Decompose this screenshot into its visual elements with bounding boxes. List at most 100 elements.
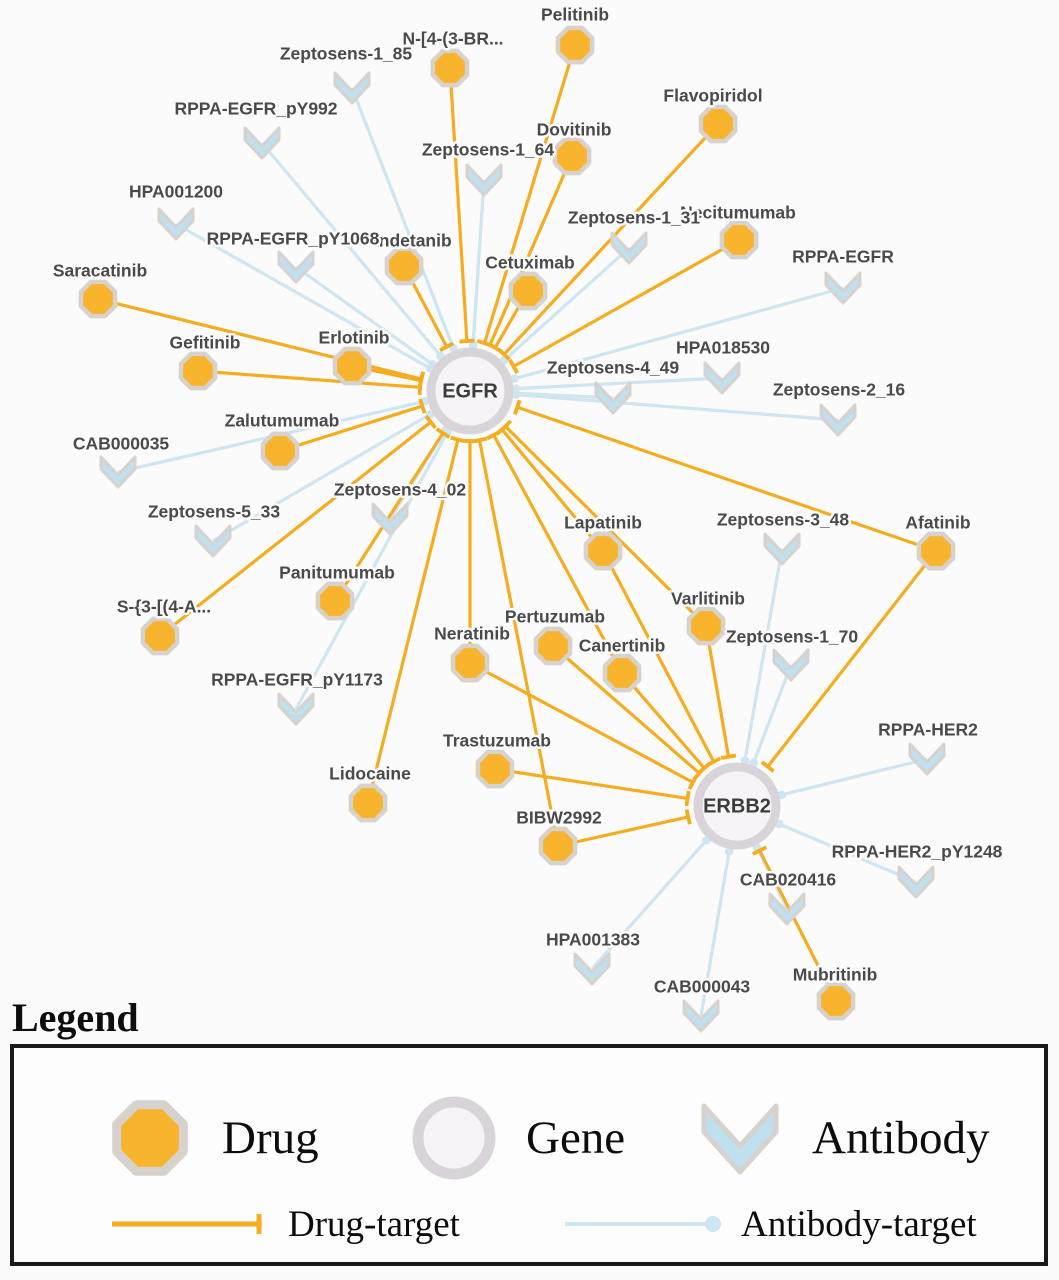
drug-edge-tee-mubritinib [752, 845, 768, 856]
drug-edge-lapatinib-erbb2 [601, 550, 716, 763]
gene-node-erbb2[interactable] [693, 762, 781, 850]
node-label-dovitinib: Dovitinib [537, 120, 612, 140]
node-label-hpa001200: HPA001200 [129, 182, 223, 202]
node-label-panitumumab: Panitumumab [279, 563, 395, 583]
drug-node-pelitinib[interactable] [555, 25, 595, 65]
drug-node-panitumumab[interactable] [315, 581, 355, 621]
antibody-edge-zeptosens-1-31 [503, 246, 631, 362]
drug-node-pertuzumab[interactable] [533, 626, 573, 666]
drug-node-s-3-4-a[interactable] [140, 616, 180, 656]
antibody-edge-zeptosens-5-33 [212, 412, 432, 543]
drug-node-canertinib[interactable] [602, 653, 642, 693]
legend-item-drug-target: Drug-target [109, 1204, 460, 1245]
drug-node-trastuzumab[interactable] [475, 749, 515, 789]
antibody-node-cab000035[interactable] [99, 455, 137, 489]
drug-node-vandetanib[interactable] [384, 246, 424, 286]
gene-node-egfr[interactable] [426, 347, 514, 435]
node-label-trastuzumab: Trastuzumab [443, 731, 551, 751]
antibody-node-zeptosens-4-49[interactable] [594, 381, 632, 415]
node-label-zalutumumab: Zalutumumab [225, 411, 340, 431]
antibody-edge-hpa001200 [175, 222, 431, 370]
antibody-node-zeptosens-2-16[interactable] [819, 403, 857, 437]
antibody-node-rppa-egfr-py1173[interactable] [277, 692, 315, 726]
node-label-cab000043: CAB000043 [654, 977, 751, 997]
drug-node-neratinib[interactable] [450, 643, 490, 683]
antibody-node-rppa-egfr-py1068[interactable] [277, 250, 315, 284]
drug-edge-trastuzumab-erbb2 [494, 767, 688, 801]
drug-node-bibw2992[interactable] [538, 826, 578, 866]
antibody-node-zeptosens-1-85[interactable] [333, 71, 371, 105]
drug-edge-tee-trastuzumab [684, 790, 691, 807]
antibody-node-zeptosens-1-31[interactable] [610, 231, 648, 265]
node-label-cetuximab: Cetuximab [485, 253, 574, 273]
drug-node-afatinib[interactable] [916, 531, 956, 571]
antibody-edge-zeptosens-3-48 [743, 548, 784, 761]
drug-node-saracatinib[interactable] [78, 279, 118, 319]
drug-edge-tee-zalutumumab [418, 398, 427, 414]
node-label-flavopiridol: Flavopiridol [663, 86, 762, 106]
node-label-lapatinib: Lapatinib [564, 513, 642, 533]
drug-node-n-4-3-br[interactable] [430, 48, 470, 88]
node-label-pertuzumab: Pertuzumab [505, 607, 605, 627]
antibody-node-hpa018530[interactable] [703, 361, 741, 395]
antibody-node-rppa-her2-py1248[interactable] [897, 865, 935, 899]
drug-node-zalutumumab[interactable] [260, 431, 300, 471]
drug-node-lapatinib[interactable] [583, 531, 623, 571]
node-label-rppa-her2-py1248: RPPA-HER2_pY1248 [832, 842, 1003, 862]
antibody-edge-zeptosens-1-70 [751, 664, 793, 764]
antibody-node-hpa001383[interactable] [573, 952, 611, 986]
drug-node-dovitinib[interactable] [552, 136, 592, 176]
antibody-node-hpa001200[interactable] [157, 207, 195, 241]
antibody-node-zeptosens-4-02[interactable] [371, 502, 409, 536]
drug-node-varlitinib[interactable] [686, 606, 726, 646]
node-label-cab020416: CAB020416 [740, 870, 837, 890]
drug-node-lidocaine[interactable] [348, 783, 388, 823]
antibody-node-zeptosens-5-33[interactable] [194, 524, 232, 558]
antibody-edge-rppa-egfr-py1068 [295, 265, 434, 366]
antibody-edge-dot-zeptosens-2-16 [511, 390, 521, 399]
drug-edge-bibw2992-erbb2 [557, 815, 689, 848]
node-label-lidocaine: Lidocaine [329, 764, 411, 784]
legend-title: Legend [12, 995, 139, 1040]
node-label-rppa-egfr-py1173: RPPA-EGFR_pY1173 [211, 670, 383, 690]
drug-edge-mubritinib-erbb2 [758, 849, 838, 1002]
antibody-edge-rppa-her2-py1248 [778, 822, 917, 884]
drug-edge-tee-afatinib [513, 399, 522, 415]
drug-edge-tee-erlotinib [417, 372, 425, 389]
drug-node-cetuximab[interactable] [508, 271, 548, 311]
antibody-edge-dot-zeptosens-1-64 [468, 340, 478, 350]
drug-edge-afatinib-erbb2 [766, 550, 938, 768]
drug-node-mubritinib[interactable] [816, 981, 856, 1021]
legend-label-drug: Drug [222, 1112, 319, 1164]
antibody-node-cab020416[interactable] [768, 892, 806, 926]
node-label-canertinib: Canertinib [579, 636, 666, 656]
drug-edge-pertuzumab-erbb2 [551, 644, 701, 775]
antibody-edge-zeptosens-2-16 [515, 393, 839, 422]
drug-edge-gefitinib-egfr [197, 369, 421, 389]
drug-edge-tee-vandetanib [439, 341, 455, 352]
drug-edge-afatinib-egfr [516, 405, 937, 553]
drug-node-flavopiridol[interactable] [698, 104, 738, 144]
antibody-node-rppa-egfr-py992[interactable] [243, 126, 281, 160]
drug-node-erlotinib[interactable] [332, 346, 372, 386]
antibody-edge-rppa-her2 [781, 757, 928, 797]
node-label-vandetanib: Vandetanib [358, 231, 451, 251]
antibody-node-zeptosens-1-70[interactable] [772, 648, 810, 682]
drug-edge-lidocaine-egfr [366, 439, 460, 804]
drug-edge-layer [97, 44, 938, 1002]
node-label-hpa001383: HPA001383 [546, 930, 640, 950]
antibody-node-zeptosens-1-64[interactable] [465, 163, 503, 197]
legend-box: Drug Gene Antibody Drug-target [10, 1044, 1048, 1266]
antibody-node-rppa-egfr[interactable] [824, 271, 862, 305]
antibody-node-rppa-her2[interactable] [908, 742, 946, 776]
drug-node-gefitinib[interactable] [178, 351, 218, 391]
drug-node-necitumumab[interactable] [719, 220, 759, 260]
antibody-node-cab000043[interactable] [682, 999, 720, 1033]
node-label-rppa-her2: RPPA-HER2 [878, 720, 978, 740]
node-label-pelitinib: Pelitinib [541, 5, 609, 25]
antibody-node-zeptosens-3-48[interactable] [763, 532, 801, 566]
node-label-cab000035: CAB000035 [73, 434, 170, 454]
gene-circle-icon [412, 1096, 496, 1180]
drug-target-edge-icon [112, 1214, 262, 1234]
